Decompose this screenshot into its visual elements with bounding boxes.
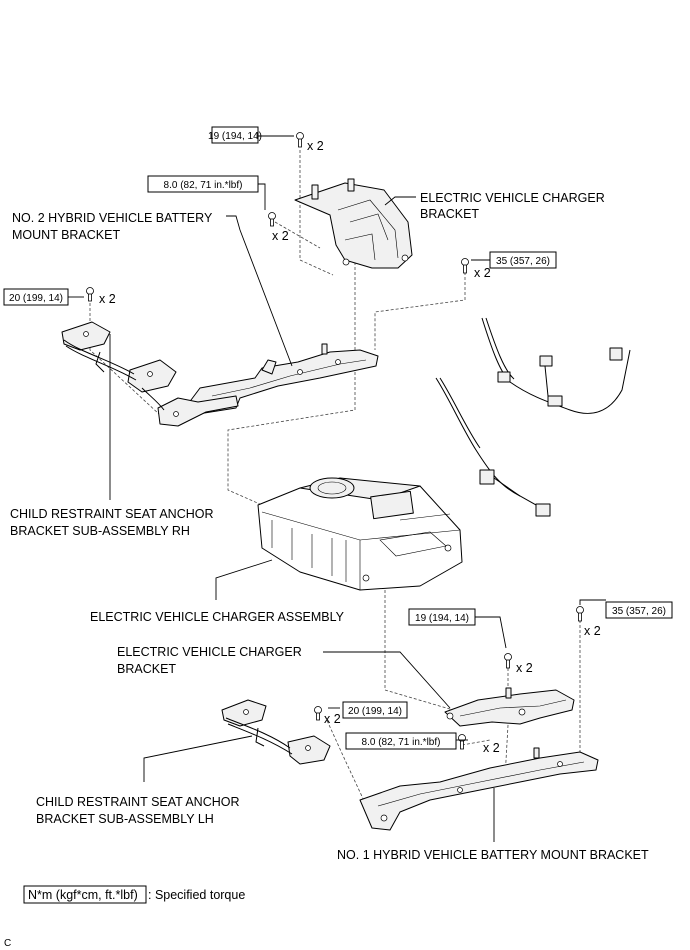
bolt-t20-left (86, 287, 94, 302)
torque-text: 20 (199, 14) (9, 293, 63, 304)
torque-legend: N*m (kgf*cm, ft.*lbf) : Specified torque (23, 885, 245, 904)
torque-text: 19 (194, 14) (208, 131, 262, 142)
bolt-t35-lower (576, 606, 584, 622)
ev-charger-assembly-part (257, 477, 463, 591)
label-ev-charger-bracket-lower: ELECTRIC VEHICLE CHARGER (117, 645, 302, 659)
label-child-seat-rh-line2: BRACKET SUB-ASSEMBLY RH (10, 524, 190, 538)
torque-spec-t8-top: 8.0 (82, 71 in.*lbf) (147, 175, 259, 193)
torque-spec-t20-lower: 20 (199, 14) (342, 701, 408, 719)
label-ev-charger-bracket-upper: ELECTRIC VEHICLE CHARGER (420, 191, 605, 205)
bolt-t35-mid (461, 258, 469, 274)
quantity-label: x 2 (474, 266, 491, 280)
torque-text: 35 (357, 26) (496, 256, 550, 267)
label-no1-mount-bracket: NO. 1 HYBRID VEHICLE BATTERY MOUNT BRACK… (337, 848, 649, 862)
child-seat-anchor-rh-part (61, 321, 239, 427)
label-child-seat-lh: CHILD RESTRAINT SEAT ANCHOR (36, 795, 240, 809)
bolt-t19-top (296, 132, 304, 148)
quantity-label: x 2 (584, 624, 601, 638)
quantity-label: x 2 (483, 741, 500, 755)
torque-text: 20 (199, 14) (348, 706, 402, 717)
bolt-t20-lower (314, 706, 322, 721)
quantity-label: x 2 (272, 229, 289, 243)
torque-spec-t35-lower: 35 (357, 26) (605, 601, 673, 619)
torque-spec-t35-mid: 35 (357, 26) (489, 251, 557, 269)
label-no2-mount-bracket-line2: MOUNT BRACKET (12, 228, 120, 242)
torque-text: 35 (357, 26) (612, 606, 666, 617)
torque-spec-t8-lower: 8.0 (82, 71 in.*lbf) (345, 732, 457, 750)
wire-harness-upper (481, 317, 631, 414)
legend-description: : Specified torque (148, 888, 245, 902)
quantity-label: x 2 (307, 139, 324, 153)
quantity-label: x 2 (324, 712, 341, 726)
quantity-label: x 2 (516, 661, 533, 675)
alignment-dashed-lines (89, 150, 581, 806)
label-child-seat-lh-line2: BRACKET SUB-ASSEMBLY LH (36, 812, 214, 826)
legend-unit-box: N*m (kgf*cm, ft.*lbf) (28, 888, 138, 902)
ev-charger-bracket-upper-part (294, 178, 413, 269)
child-seat-anchor-lh-part (221, 699, 331, 765)
quantity-label: x 2 (99, 292, 116, 306)
label-ev-charger-assembly: ELECTRIC VEHICLE CHARGER ASSEMBLY (90, 610, 345, 624)
ev-charger-bracket-lower-part (444, 687, 575, 727)
torque-spec-t19-top: 19 (194, 14) (208, 126, 262, 144)
label-ev-charger-bracket-lower-line2: BRACKET (117, 662, 176, 676)
torque-text: 8.0 (82, 71 in.*lbf) (164, 180, 243, 191)
torque-text: 19 (194, 14) (415, 613, 469, 624)
no1-mount-bracket-part (359, 747, 599, 831)
label-ev-charger-bracket-upper-line2: BRACKET (420, 207, 479, 221)
bolt-t19-lower (504, 653, 512, 669)
bolt-t8-top (268, 212, 276, 227)
torque-spec-t19-lower: 19 (194, 14) (408, 608, 476, 626)
torque-text: 8.0 (82, 71 in.*lbf) (362, 737, 441, 748)
wire-harness-lower (435, 377, 551, 517)
label-no2-mount-bracket: NO. 2 HYBRID VEHICLE BATTERY (12, 211, 213, 225)
label-child-seat-rh: CHILD RESTRAINT SEAT ANCHOR (10, 507, 214, 521)
corner-code: C (4, 938, 11, 949)
bolt-t8-lower (458, 734, 466, 750)
leader-lines (68, 135, 606, 842)
torque-spec-t20-left: 20 (199, 14) (3, 288, 69, 306)
